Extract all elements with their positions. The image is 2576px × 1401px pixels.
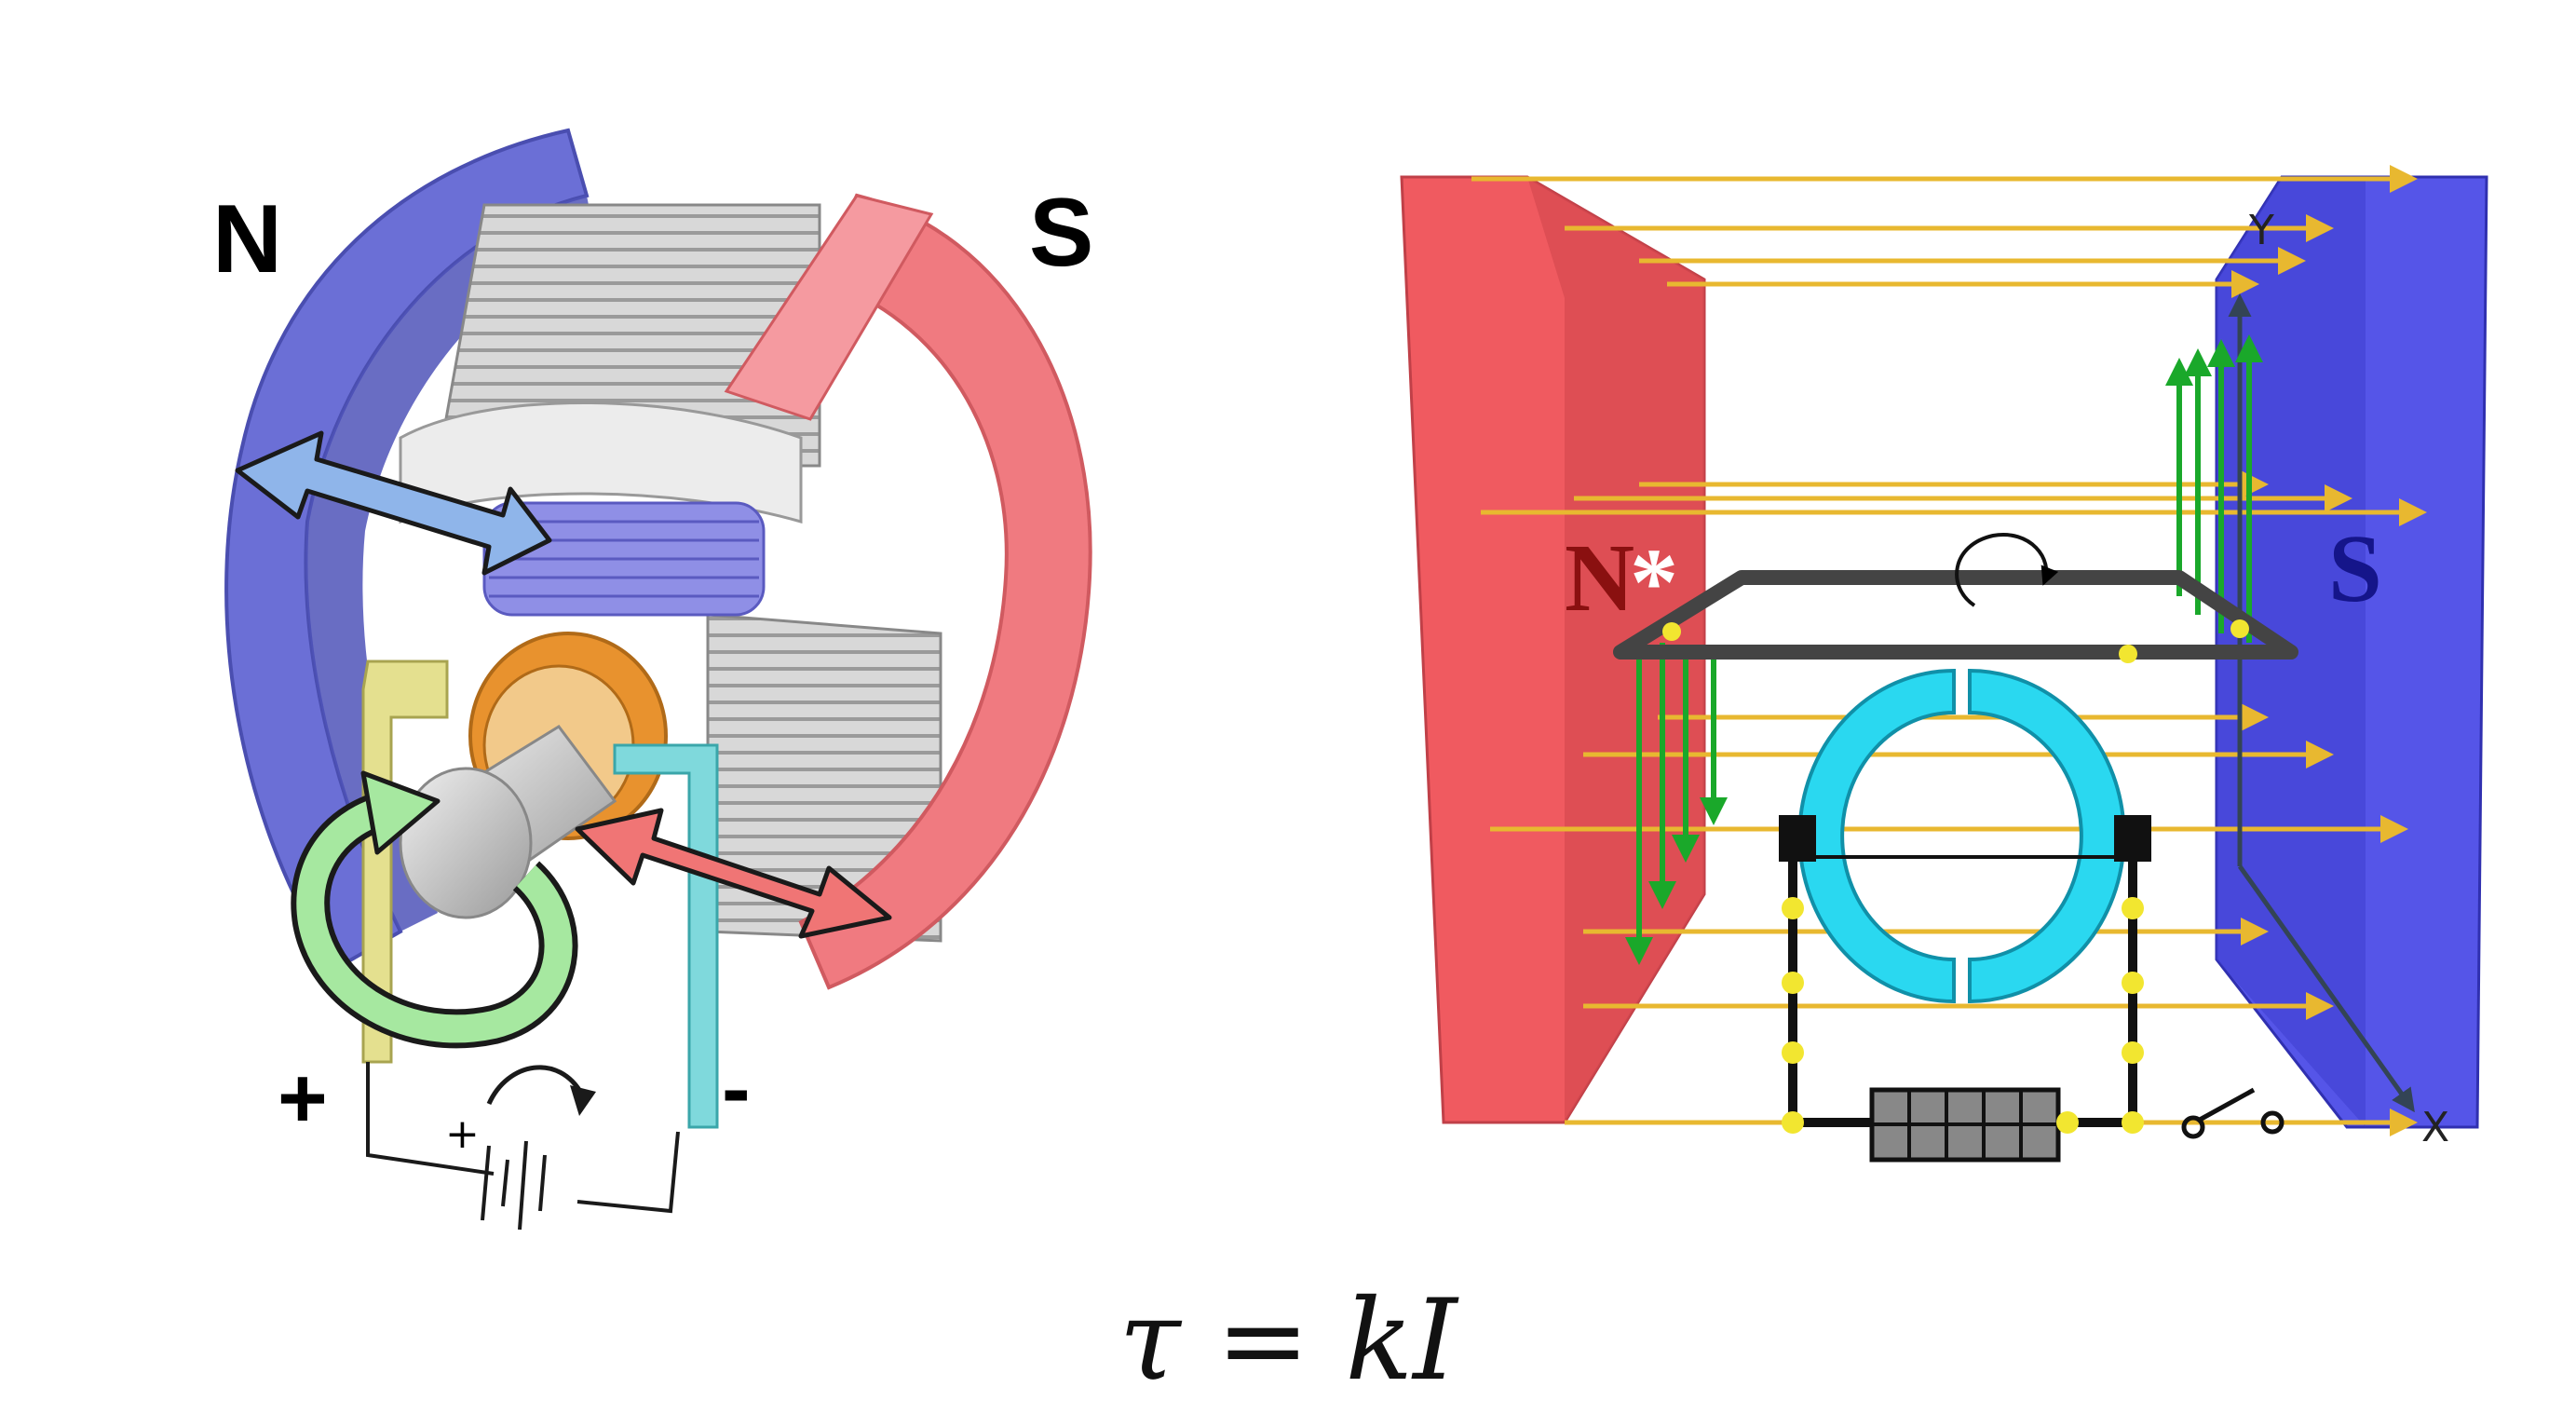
brush-right [2114,815,2151,862]
magnetic-field-schematic: Y X [1400,165,2488,1163]
magnetic-field-lines [1471,165,2427,1136]
axis-x-label: X [2421,1104,2449,1151]
north-label-right: N [1565,524,1634,632]
force-arrows-down [1625,643,1728,965]
south-magnet-top [724,194,934,421]
brush-left [1779,815,1816,862]
armature-core-face [399,401,803,524]
negative-terminal-label: - [722,1041,751,1136]
rotation-arrow [291,770,578,1049]
circuit-switch [2181,1087,2285,1139]
south-marker: * [1630,529,1678,636]
battery-pack [1869,1087,2061,1163]
loop-rotation-icon [1955,533,2059,607]
force-arrow-bottom [575,808,892,939]
armature-loop [1613,570,2298,660]
brush-negative [613,743,719,1129]
north-label-left: N [212,185,282,293]
dc-motor-illustration: + N S + - [212,128,1093,1231]
battery-rotation-icon [486,1065,596,1116]
brush-positive [361,660,449,1064]
force-arrow-top [235,430,552,576]
force-arrows-up [2165,334,2263,643]
axis-y-label: Y [2248,207,2274,254]
coordinate-axes [2228,293,2415,1113]
south-magnet [798,193,1092,990]
positive-terminal-label: + [278,1051,328,1146]
south-label-right: S [2328,515,2382,622]
commutator-ring [1797,668,2126,1004]
shaft-end [399,767,533,919]
torque-formula: τ = kI [1119,1276,1459,1401]
external-circuit [366,1062,680,1231]
battery-plus-label: + [445,1110,480,1158]
south-label-left: S [1029,179,1093,287]
contact-dots [1662,619,2249,1134]
armature-core-top [436,203,821,468]
